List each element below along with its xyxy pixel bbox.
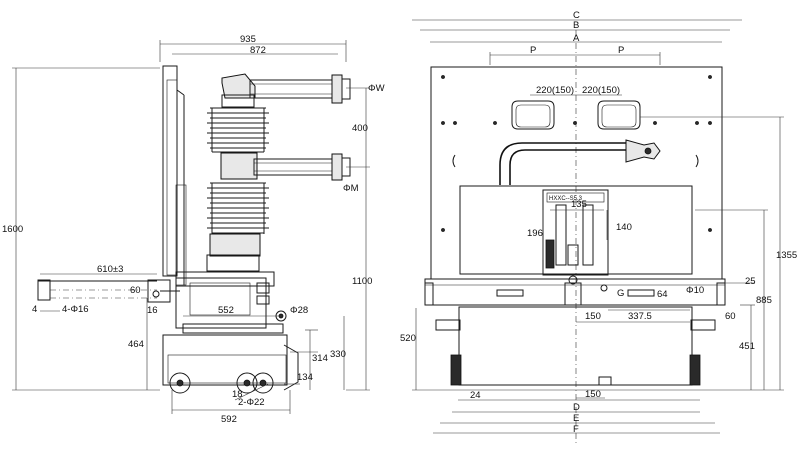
dim-handle-height: 464 [128, 339, 144, 350]
side-front-panel [162, 65, 178, 277]
dim-P-right: P [618, 45, 624, 56]
dim-24: 24 [470, 390, 481, 401]
dim-height-25: 25 [745, 276, 756, 287]
truck-body [458, 306, 693, 386]
dim-150-bottom: 150 [585, 389, 601, 400]
dim-base-width: 592 [221, 414, 237, 425]
dim-wheel-offset: 18 [232, 389, 243, 400]
dim-F: F [573, 424, 579, 435]
guide-rail [37, 279, 157, 301]
dim-height-1355: 1355 [776, 250, 797, 261]
dim-height-885: 885 [756, 295, 772, 306]
lower-insulator [206, 182, 269, 272]
dim-A: A [573, 33, 580, 44]
dim-handle-dia: Φ28 [290, 305, 308, 316]
panel-label: HXXC--S5.3 [549, 196, 583, 202]
dim-height-total: 1600 [2, 224, 23, 235]
dim-D: D [573, 402, 580, 413]
dim-bushing-pitch: 400 [352, 123, 368, 134]
dim-axis-314: 314 [312, 353, 328, 364]
dim-handle-len: 552 [218, 305, 234, 316]
mechanism-box [175, 277, 267, 329]
truck-base [162, 334, 299, 394]
front-view: HXXC--S5.3 [400, 10, 797, 445]
dim-guide-small: 60 [130, 285, 141, 296]
dim-rail-offset: 16 [147, 305, 158, 316]
dim-wheel-dia: 2-Φ22 [238, 397, 265, 408]
dim-height-60: 60 [725, 311, 736, 322]
dim-wheel-axis: 134 [297, 372, 313, 383]
lower-bushing [220, 152, 351, 181]
dim-hole-dia: Φ10 [686, 285, 704, 296]
dim-64: 64 [657, 289, 668, 300]
dim-panel-140: 140 [616, 222, 632, 233]
dim-upper-bushing-dia: ΦW [368, 83, 385, 94]
dim-P-left: P [530, 45, 536, 56]
mounting-holes [441, 75, 712, 232]
dim-mount-holes: 4-Φ16 [62, 304, 89, 315]
upper-insulator [207, 94, 269, 153]
dim-bushing-height: 1100 [352, 276, 372, 287]
dim-frame-depth: 872 [250, 45, 266, 56]
operating-bar [499, 139, 661, 185]
inspection-window-left [511, 100, 555, 130]
dim-150-top: 150 [585, 311, 601, 322]
inspection-window-right [597, 100, 641, 130]
inner-panel [459, 185, 693, 275]
dim-window-right: 220(150) [582, 85, 620, 96]
dim-height-451: 451 [739, 341, 755, 352]
dim-E: E [573, 413, 579, 424]
upper-bushing [221, 73, 351, 104]
dim-overall-depth: 935 [240, 34, 256, 45]
dim-G: G [617, 288, 624, 299]
dim-axis-330: 330 [330, 349, 346, 360]
front-panel [430, 66, 723, 280]
dim-337-5: 337.5 [628, 311, 652, 322]
dim-lower-bushing-dia: ΦM [343, 183, 359, 194]
dim-window-left: 220(150) [536, 85, 574, 96]
dim-panel-196: 196 [527, 228, 543, 239]
dim-guide-offset: 610±3 [97, 264, 123, 275]
dim-B: B [573, 20, 579, 31]
dim-C: C [573, 10, 580, 21]
side-view: 935 872 1600 400 1100 ΦM ΦW 610±3 60 4-Φ… [2, 34, 385, 425]
operating-handle [182, 310, 287, 334]
dim-left-520: 520 [400, 333, 416, 344]
dim-panel-135: 135 [571, 199, 587, 210]
dim-hole-edge: 4 [32, 304, 37, 315]
